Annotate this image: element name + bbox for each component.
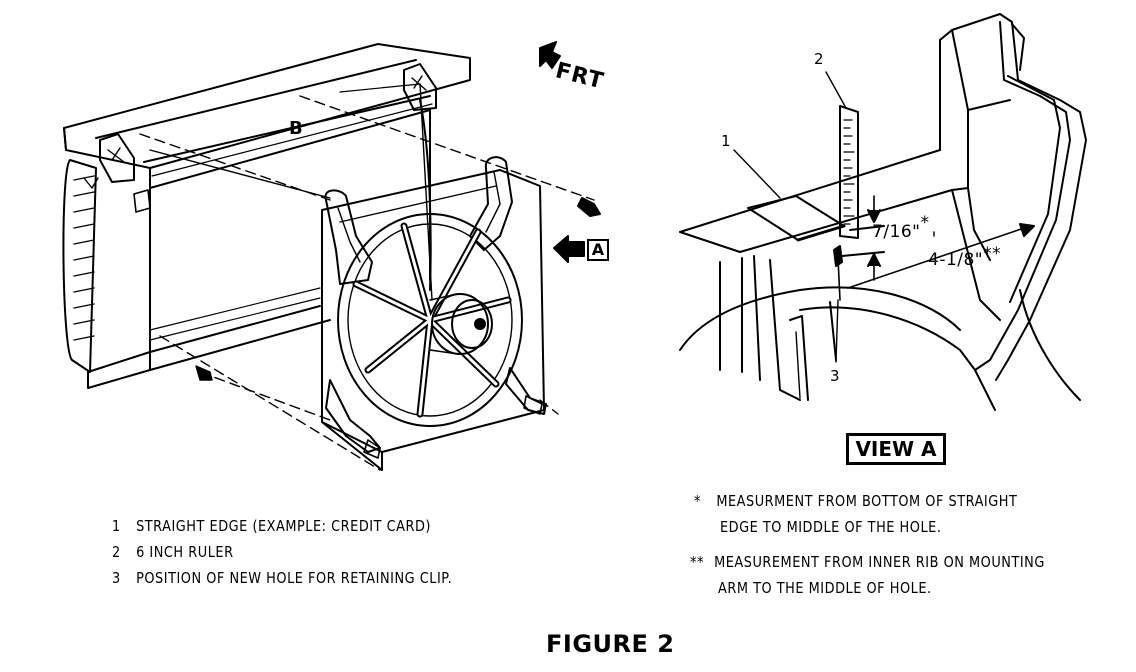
callout-1: 1 xyxy=(721,132,732,150)
callout-3: 3 xyxy=(830,367,841,385)
note-1-cont: EDGE TO MIDDLE OF THE HOLE. xyxy=(720,518,942,536)
view-ref-box: A xyxy=(587,239,609,261)
note-2-cont: ARM TO THE MIDDLE OF HOLE. xyxy=(718,579,932,597)
note-2: **MEASUREMENT FROM INNER RIB ON MOUNTING xyxy=(690,553,1045,571)
screw-icon xyxy=(577,197,601,217)
point-b-label: B xyxy=(289,118,304,139)
note-1: *MEASURMENT FROM BOTTOM OF STRAIGHT xyxy=(694,492,1018,510)
fan-shroud xyxy=(321,156,547,471)
dim-7-16: 7/16"* xyxy=(872,213,930,242)
view-a-detail xyxy=(679,13,1087,411)
callout-2: 2 xyxy=(814,50,825,68)
front-arrow-icon xyxy=(539,41,561,69)
dim-4-1-8: 4-1/8"** xyxy=(928,244,1002,270)
view-a-title: VIEW A xyxy=(846,433,946,465)
view-a-arrow-icon xyxy=(553,235,585,263)
figure-title: FIGURE 2 xyxy=(546,630,675,658)
radiator xyxy=(62,43,471,389)
